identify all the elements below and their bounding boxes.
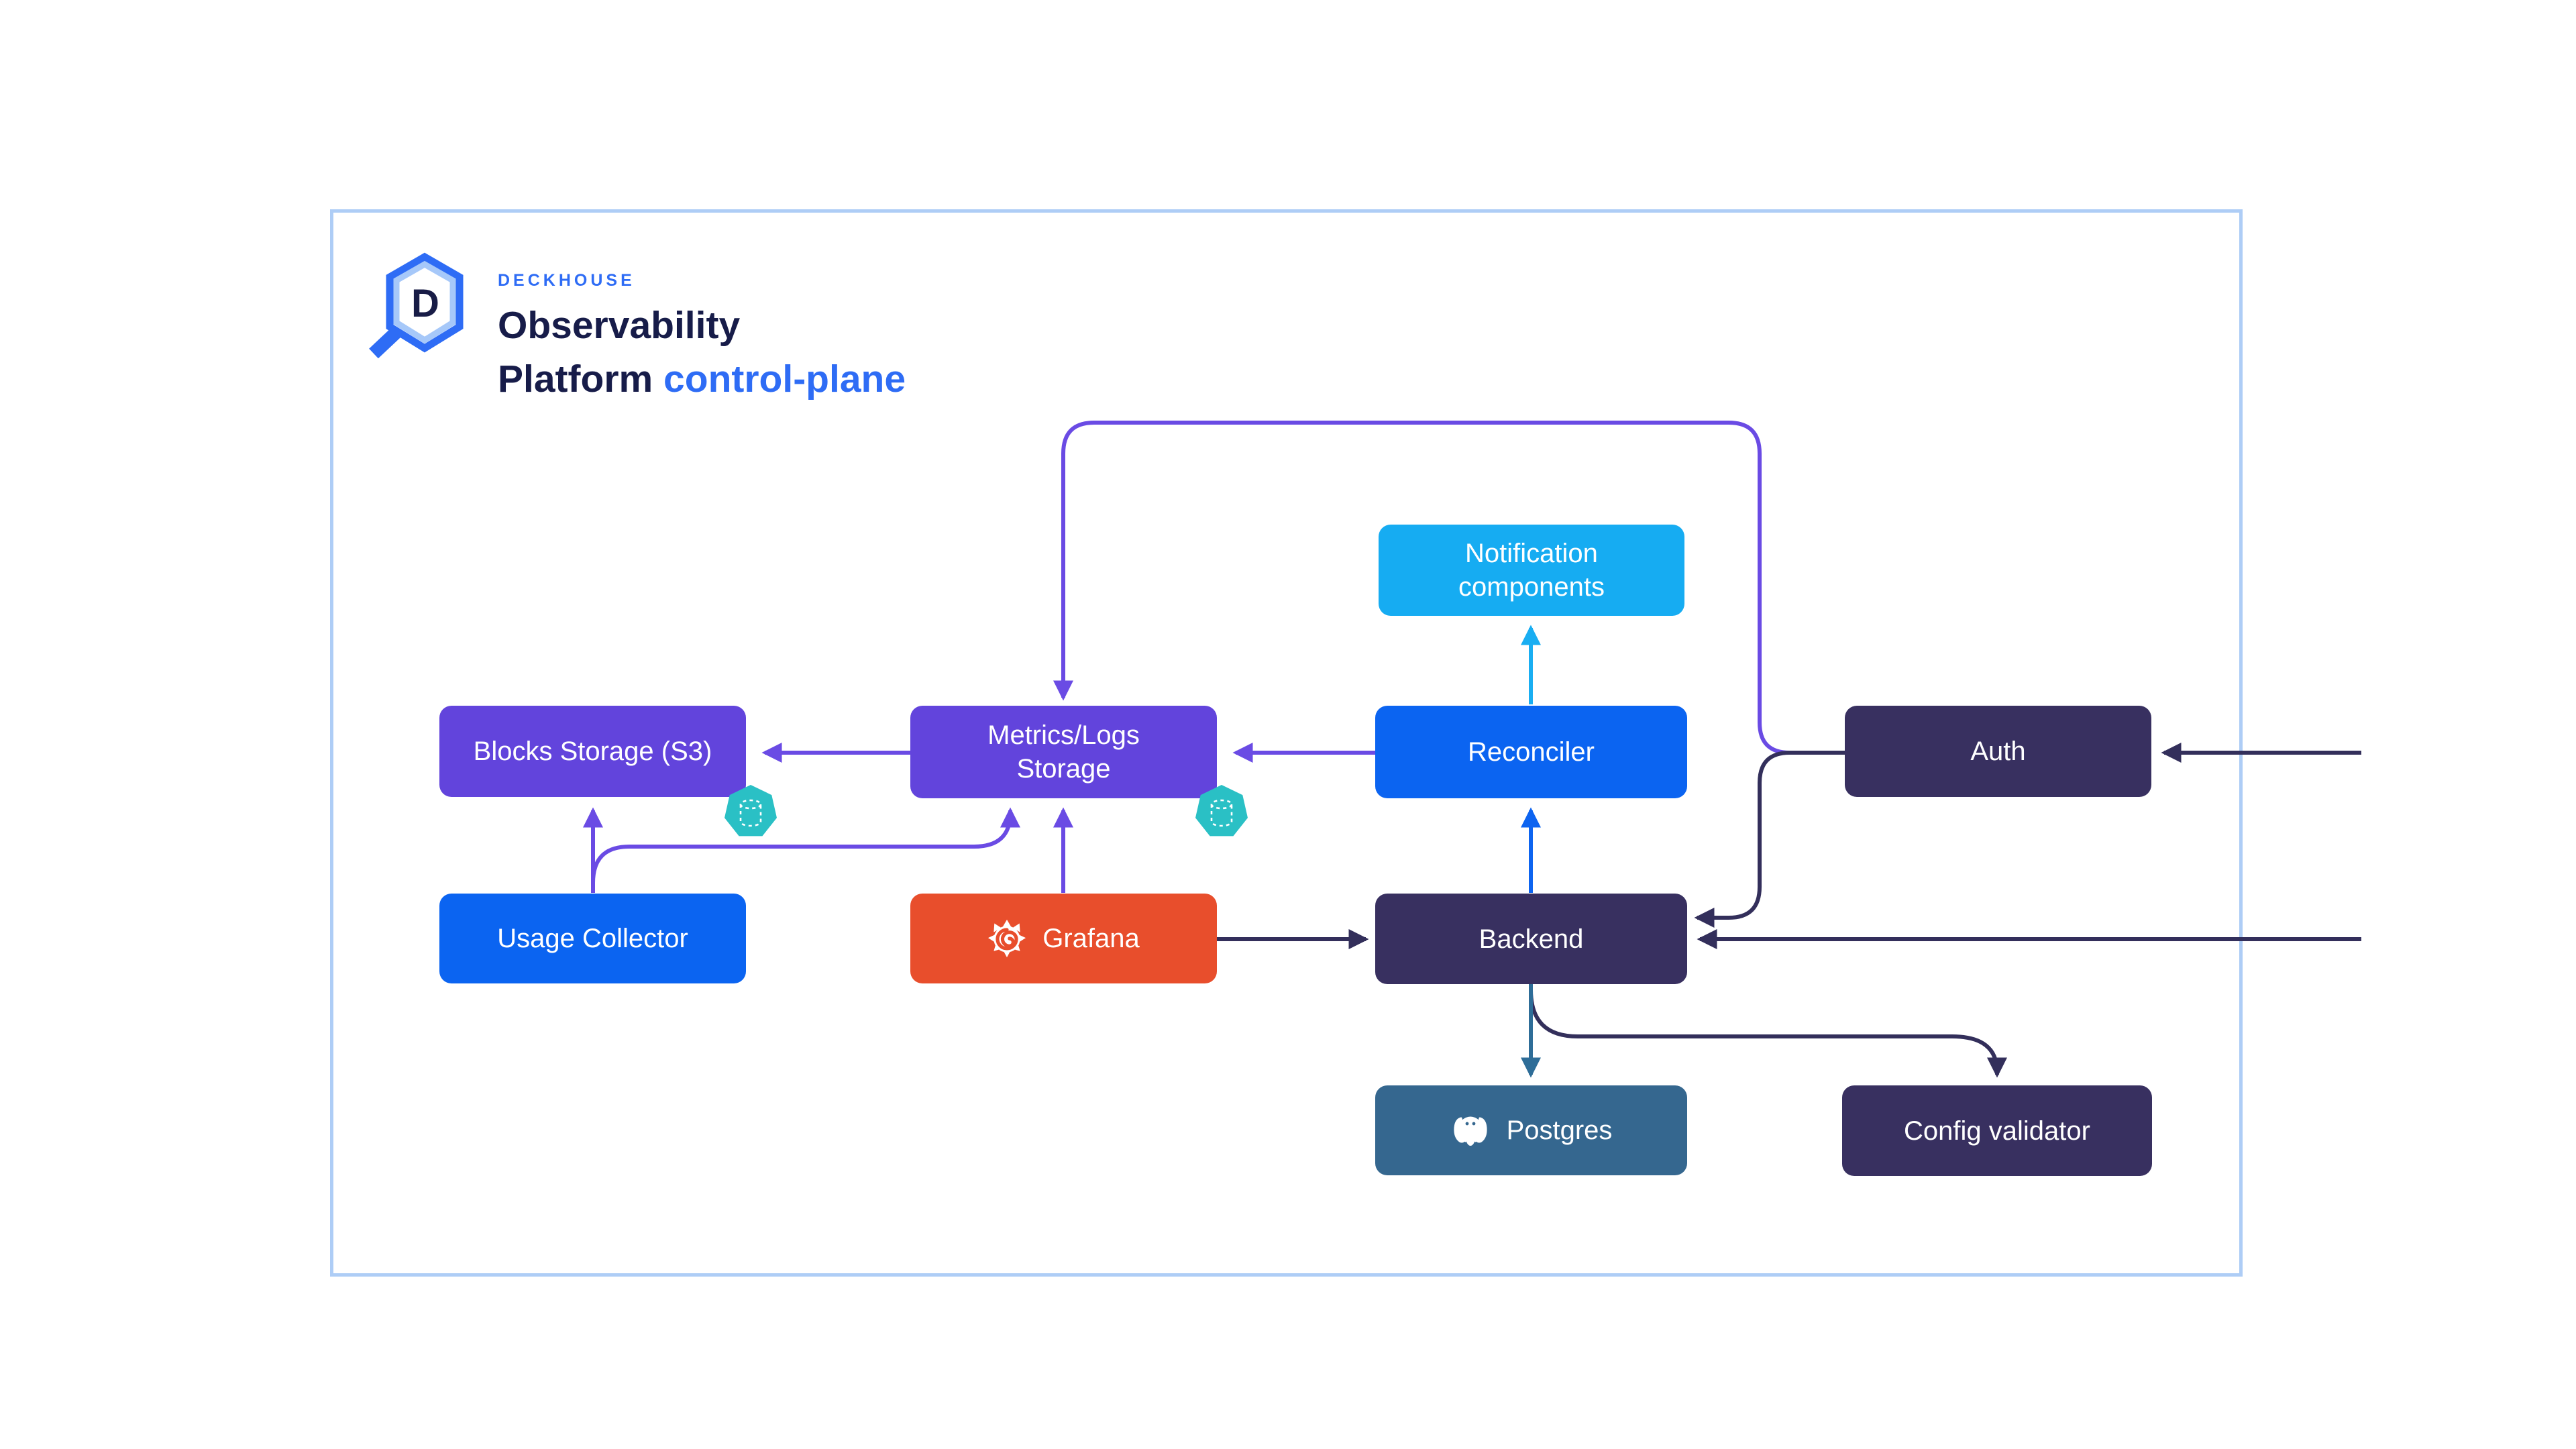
node-auth: Auth — [1845, 706, 2151, 797]
diagram-frame — [330, 209, 2243, 1277]
node-label: Grafana — [1042, 924, 1140, 953]
node-label: Usage Collector — [497, 924, 688, 953]
header: DECKHOUSE Observability Platform control… — [498, 271, 906, 406]
hexagon-inner — [393, 260, 456, 344]
node-label: Notification components — [1458, 539, 1605, 602]
grafana-flame-spiral-icon — [987, 919, 1026, 958]
deckhouse-hexagon-magnifier-icon: D — [369, 252, 464, 359]
product-title-suffix: control-plane — [663, 358, 906, 400]
brand-label: DECKHOUSE — [498, 271, 635, 290]
node-reconciler: Reconciler — [1375, 706, 1687, 798]
node-label: Auth — [1970, 737, 2026, 766]
node-postgres: Postgres — [1375, 1085, 1687, 1175]
node-label: Backend — [1479, 924, 1584, 954]
node-metrics-logs-storage: Metrics/Logs Storage — [910, 706, 1217, 798]
node-blocks-storage: Blocks Storage (S3) — [439, 706, 746, 797]
node-grafana: Grafana — [910, 894, 1217, 983]
product-title-line1: Observability — [498, 304, 741, 347]
node-config-validator: Config validator — [1842, 1085, 2152, 1176]
node-label: Reconciler — [1468, 737, 1595, 767]
product-title-word: Platform — [498, 358, 653, 400]
node-backend: Backend — [1375, 894, 1687, 984]
edge-usage-to-metrics — [591, 807, 1020, 893]
node-label: Postgres — [1506, 1116, 1613, 1145]
edge-auth-to-backend — [1694, 751, 1845, 928]
node-label: Blocks Storage (S3) — [473, 737, 712, 766]
node-label: Metrics/Logs Storage — [987, 720, 1140, 784]
magnifier-handle — [369, 327, 401, 359]
node-notification-components: Notification components — [1379, 525, 1684, 616]
teal-heptagon-database-icon — [724, 785, 777, 837]
edge-backend-to-config-validator — [1529, 984, 2007, 1078]
postgres-elephant-icon — [1450, 1110, 1491, 1150]
product-title-line2: Platform control-plane — [498, 352, 906, 406]
logo-letter-d: D — [411, 282, 439, 325]
teal-heptagon-database-icon — [1195, 785, 1248, 837]
edge-auth-to-metrics-loop — [1053, 421, 1790, 755]
node-label: Config validator — [1904, 1116, 2090, 1146]
node-usage-collector: Usage Collector — [439, 894, 746, 983]
